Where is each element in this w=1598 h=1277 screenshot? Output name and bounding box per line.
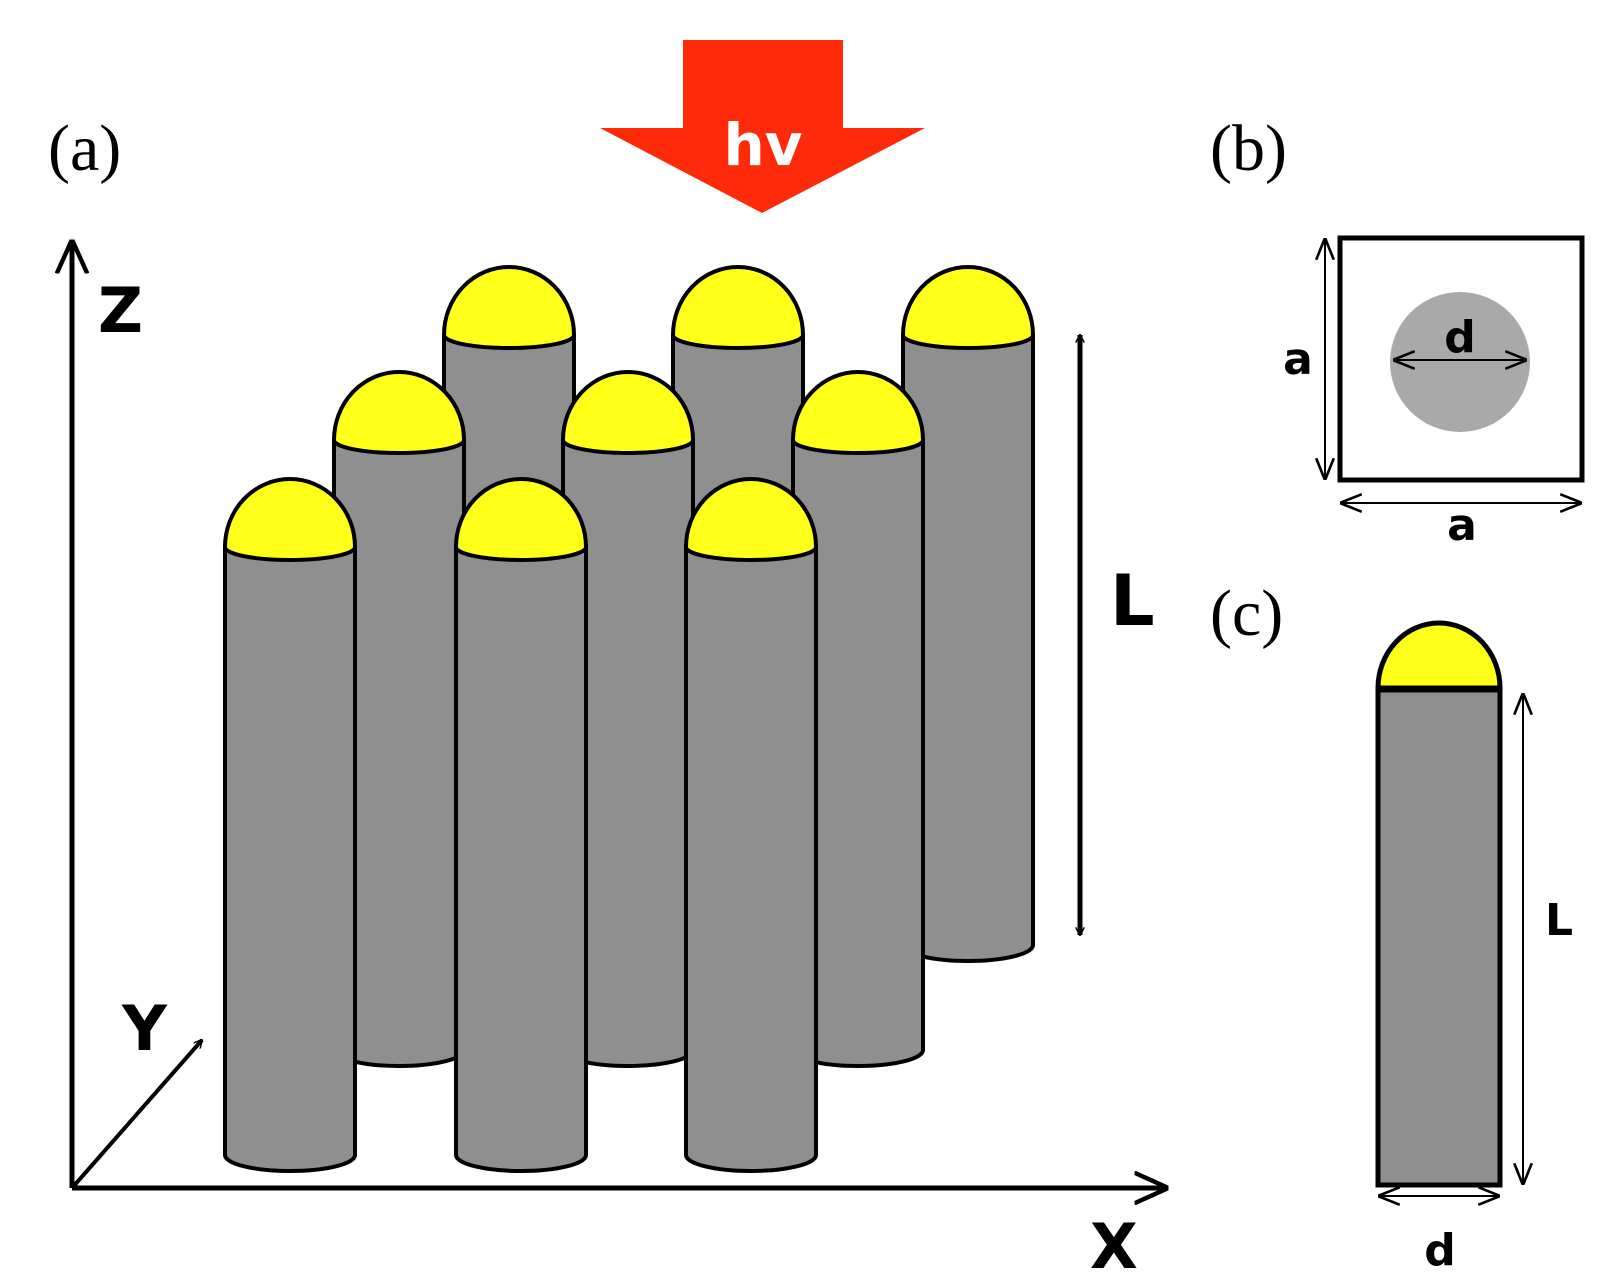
unit-cell: d a a xyxy=(1283,235,1585,551)
nanowire-array xyxy=(222,265,1036,1173)
single-nanowire: L d xyxy=(1375,620,1573,1276)
coordinate-axes xyxy=(72,243,1165,1188)
nanowire xyxy=(560,370,696,1068)
panel-label-c: (c) xyxy=(1210,577,1283,650)
panel-label-b: (b) xyxy=(1210,112,1287,185)
cell-side-label-bottom: a xyxy=(1447,500,1477,551)
photon-label: hv xyxy=(723,111,802,179)
y-axis-label: Y xyxy=(121,992,168,1065)
cell-side-label-left: a xyxy=(1283,334,1313,385)
z-axis-label: Z xyxy=(98,274,143,347)
nanowire xyxy=(683,477,819,1173)
nanowire xyxy=(453,477,589,1173)
single-length-label: L xyxy=(1545,895,1573,946)
diameter-label-top: d xyxy=(1444,312,1476,363)
single-diameter-label: d xyxy=(1424,1225,1456,1276)
incident-light-arrow: hv xyxy=(600,40,925,213)
panel-label-a: (a) xyxy=(48,112,121,185)
array-length-label: L xyxy=(1110,560,1155,642)
nanowire xyxy=(222,477,358,1173)
x-axis-label: X xyxy=(1090,1210,1138,1277)
